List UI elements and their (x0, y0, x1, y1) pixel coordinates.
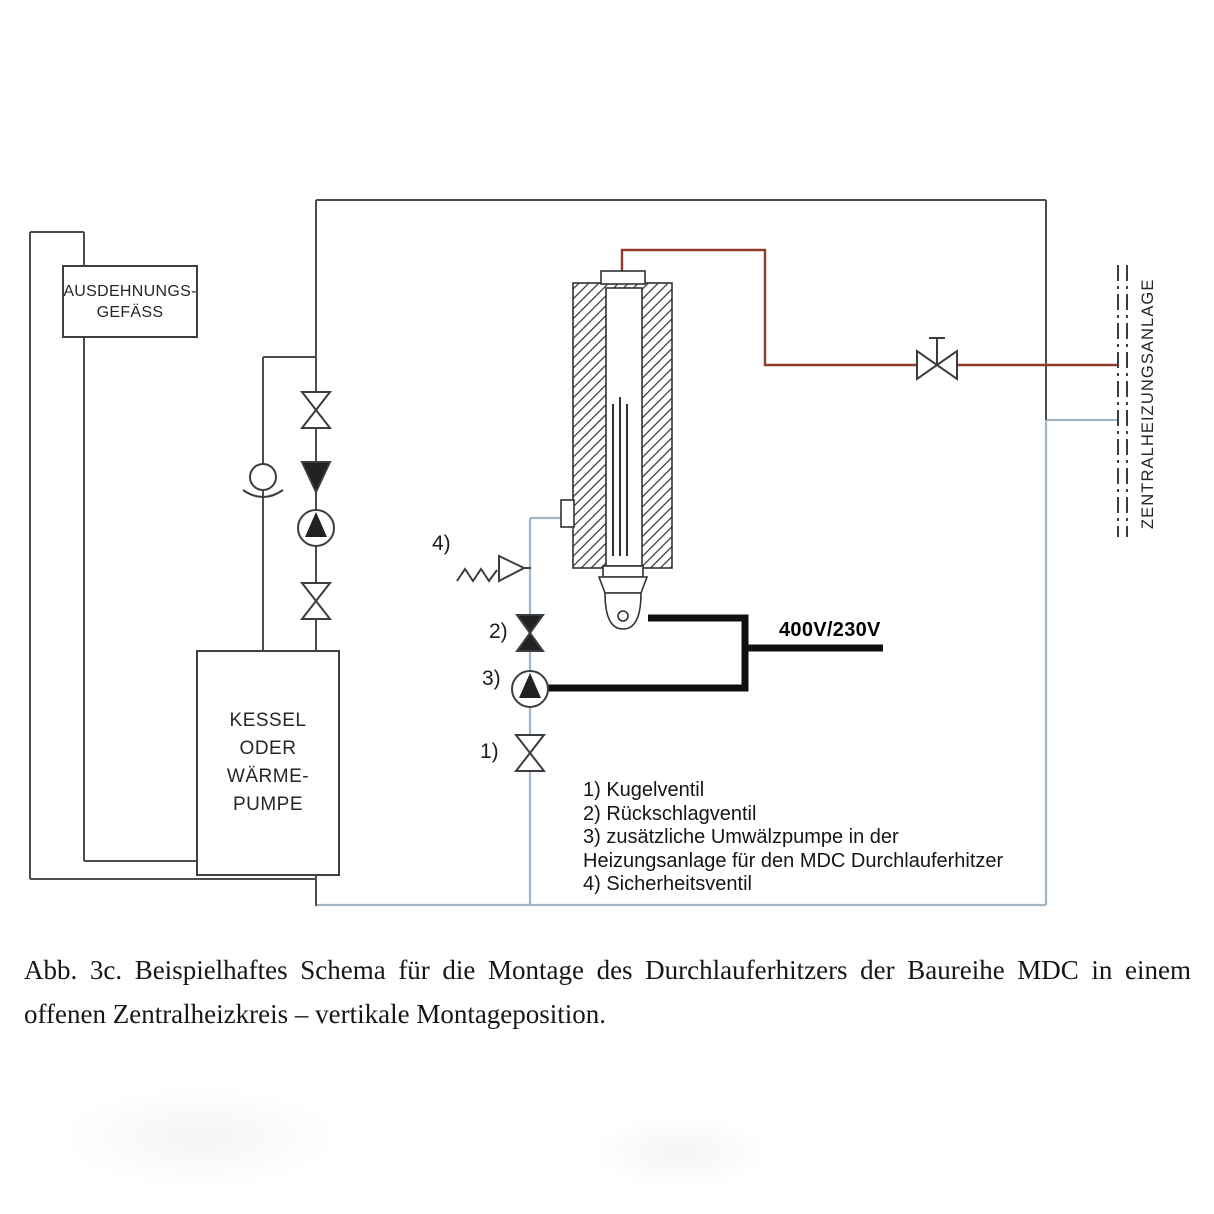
marker-4: 4) (432, 532, 451, 555)
heater-dome-port (617, 610, 629, 622)
legend: 1) Kugelventil 2) Rückschlagventil 3) zu… (583, 779, 1003, 897)
expansion-vessel-label-1: AUSDEHNUNGS- (63, 282, 197, 300)
figure-caption: Abb. 3c. Beispielhaftes Schema für die M… (24, 955, 1191, 1029)
legend-item-4: 4) Sicherheitsventil (583, 873, 752, 895)
cold-pipes (316, 418, 1118, 907)
supply-valve-icon (916, 337, 958, 381)
boiler-label-1: KESSEL (229, 710, 307, 731)
boiler-pump-icon (297, 509, 335, 547)
heater-flange (597, 576, 649, 594)
central-heating-label: ZENTRALHEIZUNGSANLAGE (1139, 278, 1157, 530)
wall-boundary (1117, 265, 1128, 537)
marker-3: 3) (482, 667, 501, 690)
boiler-label-2: ODER (239, 738, 297, 759)
check-valve-icon (300, 461, 332, 495)
marker-1: 1) (480, 740, 499, 763)
marker-2: 2) (489, 620, 508, 643)
legend-item-3b: Heizungsanlage für den MDC Durchlauferhi… (583, 849, 1004, 872)
expansion-vessel-box: AUSDEHNUNGS- GEFÄSS (62, 265, 198, 338)
expansion-vessel-label-2: GEFÄSS (96, 303, 164, 321)
heater-side-port (560, 499, 575, 528)
legend-item-3: 3) zusätzliche Umwälzpumpe in der (583, 826, 899, 848)
boiler-label-4: PUMPE (232, 794, 304, 815)
boiler-box: KESSEL ODER WÄRME- PUMPE (196, 650, 340, 876)
safety-valve-icon (456, 554, 531, 583)
heater-top-stub (600, 270, 646, 285)
legend-item-2: 2) Rückschlagventil (583, 802, 757, 825)
heater-nut (602, 565, 644, 578)
circulation-pump-icon (511, 670, 549, 708)
heating-element (612, 397, 628, 556)
electric-cable (548, 614, 883, 692)
air-vent-icon (242, 463, 284, 498)
symbols (242, 265, 1128, 772)
boiler-label-3: WÄRME- (226, 766, 310, 787)
heater-inner-tube (605, 287, 643, 567)
power-rating-label: 400V/230V (779, 619, 881, 641)
dark-pipes (29, 199, 1047, 906)
ball-valve-icon (299, 391, 333, 429)
mdc-heater-unit (560, 270, 673, 630)
hot-pipes (620, 248, 1118, 367)
legend-item-1: 1) Kugelventil (583, 779, 705, 801)
ball-valve-1-icon (513, 734, 547, 772)
check-valve-2-icon (515, 614, 545, 652)
ball-valve-icon (299, 582, 333, 620)
